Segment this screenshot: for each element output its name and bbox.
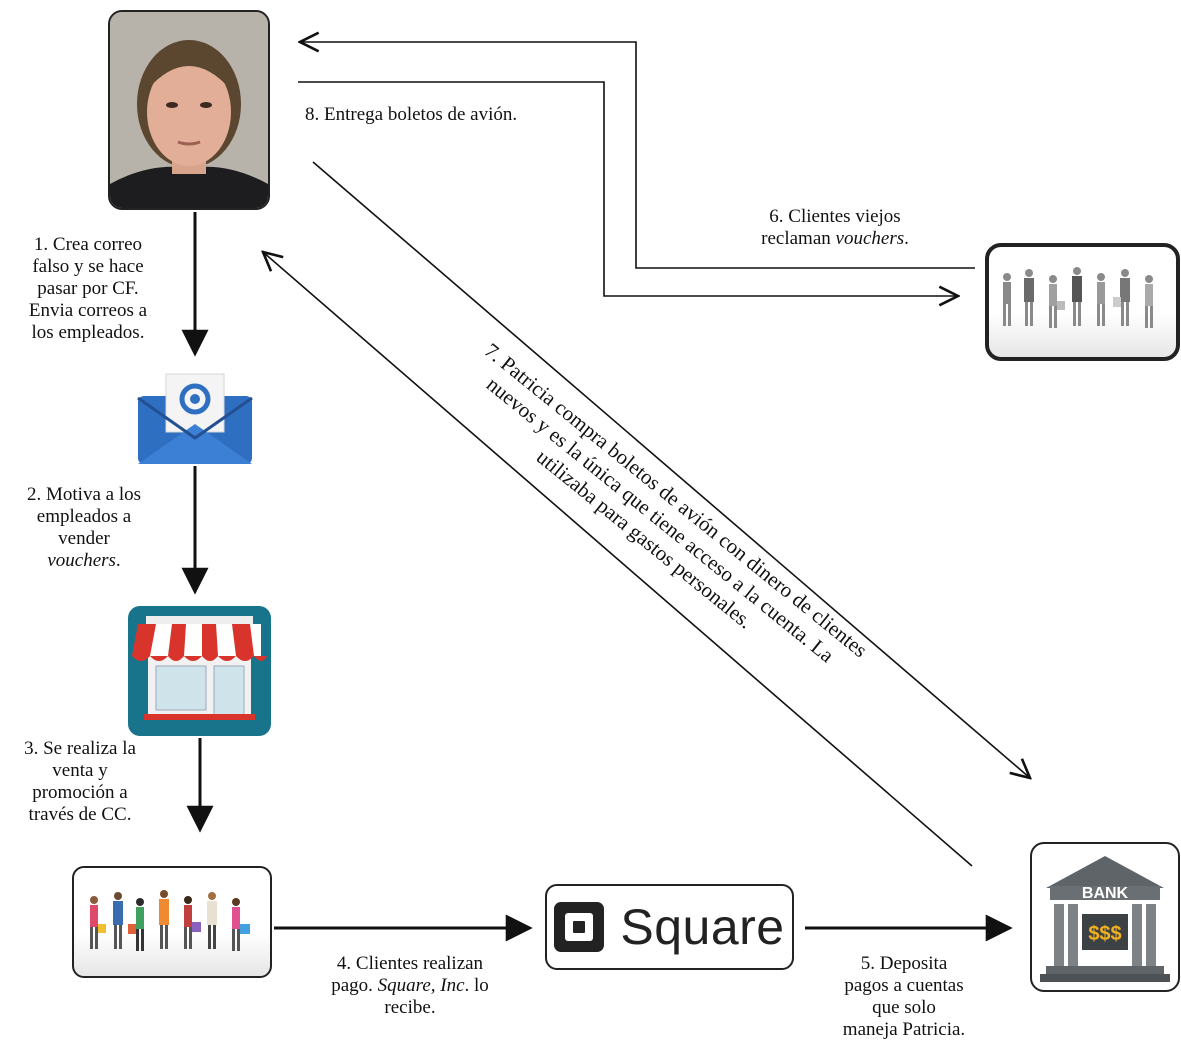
step-5-label: 5. Deposita pagos a cuentas que solo man… bbox=[842, 953, 966, 1040]
step-3-label: 3. Se realiza la venta y promoción a tra… bbox=[24, 738, 136, 825]
customers-image bbox=[72, 866, 272, 978]
square-logo-icon bbox=[554, 902, 605, 952]
step-6-emphasis: vouchers bbox=[835, 228, 905, 249]
bank-sign-text: BANK bbox=[1082, 885, 1129, 902]
step-4-suffix: . lo recibe. bbox=[384, 975, 489, 1018]
arrow-photo-to-old-clients bbox=[298, 81, 958, 296]
patricia-photo bbox=[108, 10, 270, 210]
arrow-bank-to-photo bbox=[263, 252, 973, 867]
arrow-photo-to-bank bbox=[312, 161, 1030, 778]
step-6-label: 6. Clientes viejos reclaman vouchers. bbox=[735, 206, 935, 250]
step-2-suffix: . bbox=[115, 550, 121, 571]
step-8-label: 8. Entrega boletos de avión. bbox=[305, 104, 518, 125]
step-2-label: 2. Motiva a los empleados a vender vouch… bbox=[4, 484, 164, 572]
store-icon bbox=[128, 606, 271, 736]
square-brand-text: Square bbox=[620, 899, 785, 955]
bank-node: BANK $$$ bbox=[1030, 842, 1180, 992]
step-4-text: 4. Clientes realizan pago. bbox=[331, 953, 484, 996]
step-6-text: 6. Clientes viejos reclaman bbox=[761, 206, 901, 249]
step-4-label: 4. Clientes realizan pago. Square, Inc. … bbox=[300, 953, 520, 1019]
bank-icon: BANK $$$ bbox=[1040, 856, 1170, 982]
shoppers-icon bbox=[90, 890, 250, 951]
email-icon bbox=[136, 372, 254, 466]
step-2-text: 2. Motiva a los empleados a vender bbox=[27, 484, 141, 549]
step-2-emphasis: vouchers bbox=[47, 550, 116, 571]
step-4-emphasis: Square, Inc bbox=[377, 975, 465, 996]
old-clients-image bbox=[985, 243, 1180, 361]
step-1-label: 1. Crea correo falso y se hace pasar por… bbox=[28, 234, 148, 343]
arrow-old-clients-to-photo bbox=[300, 42, 975, 269]
shoppers-gray-icon bbox=[1003, 267, 1153, 328]
person-portrait-icon bbox=[110, 12, 268, 208]
step-6-suffix: . bbox=[904, 228, 909, 249]
square-logo-box: Square bbox=[545, 884, 794, 970]
bank-money-text: $$$ bbox=[1088, 923, 1121, 945]
